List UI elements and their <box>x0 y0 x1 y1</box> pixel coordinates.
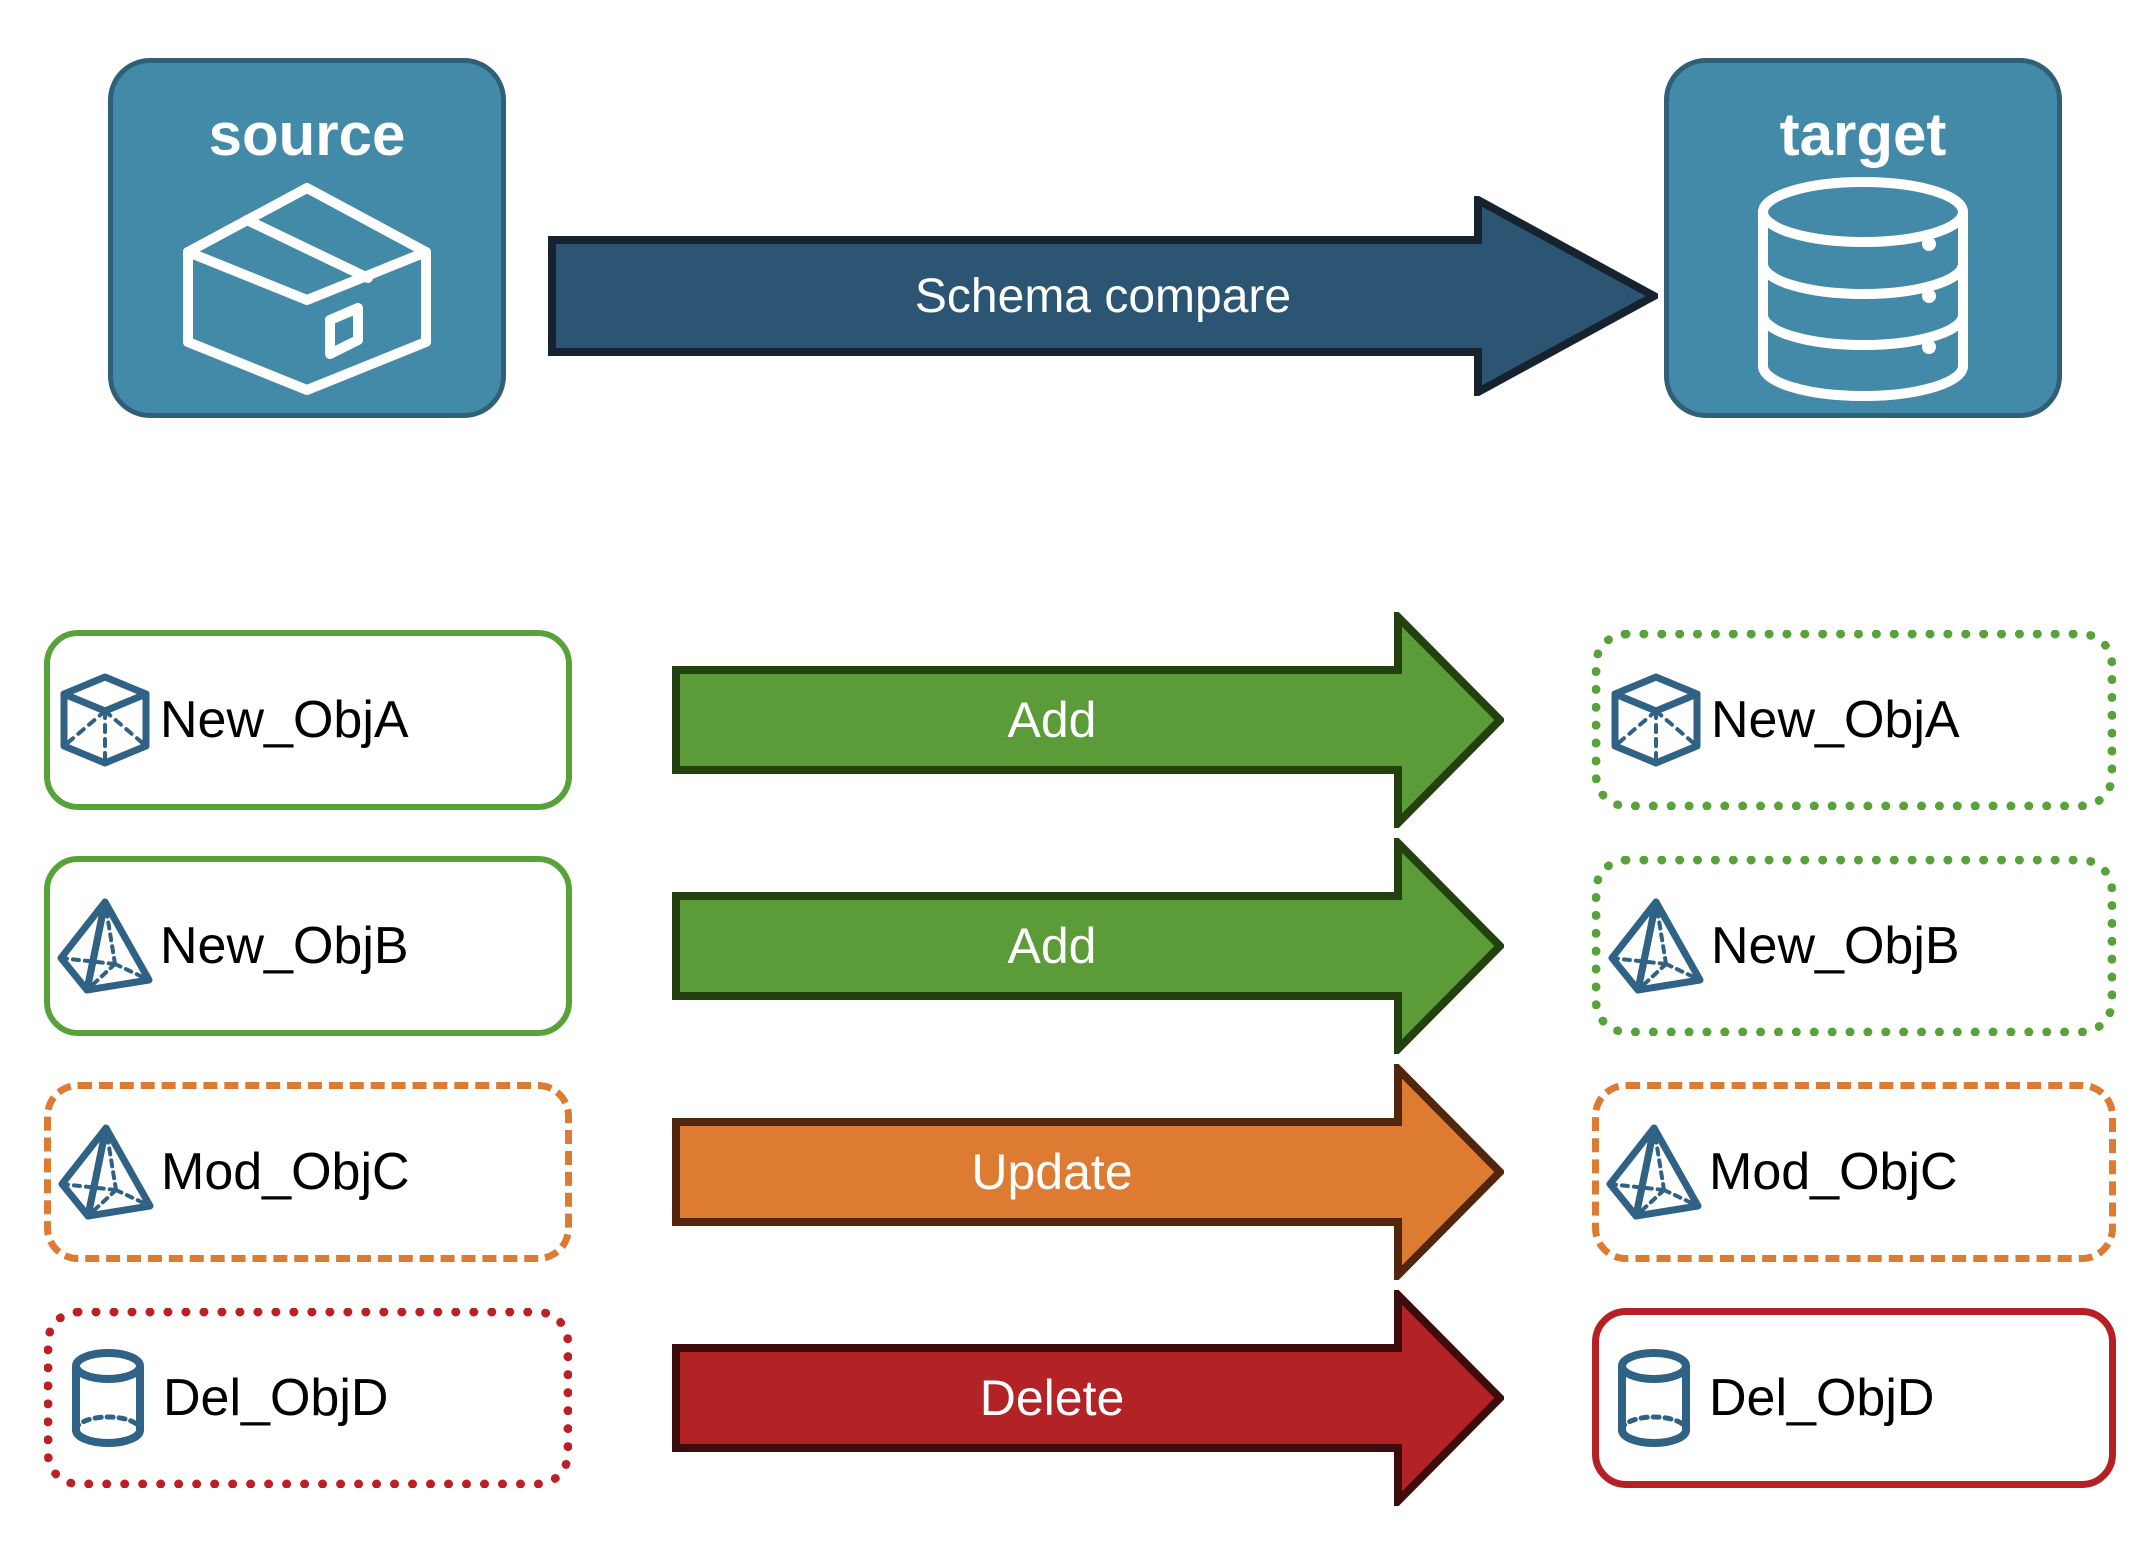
source-object-label-1: New_ObjA <box>160 691 409 749</box>
wireframe-cube-icon <box>50 670 160 770</box>
target-title: target <box>1779 101 1947 168</box>
source-endpoint-card: source <box>108 58 506 418</box>
source-object-label-4: Del_ObjD <box>163 1369 389 1427</box>
schema-compare-arrow <box>548 196 1658 396</box>
database-cylinder-icon <box>1669 165 2057 413</box>
target-object-label-1: New_ObjA <box>1711 691 1960 749</box>
source-object-row-1[interactable]: New_ObjA <box>44 630 572 810</box>
wireframe-pyramid-icon <box>50 896 160 996</box>
package-box-icon <box>113 165 501 413</box>
target-object-row-2[interactable]: New_ObjB <box>1592 856 2116 1036</box>
target-object-label-4: Del_ObjD <box>1709 1369 1935 1427</box>
wireframe-cube-icon <box>1601 670 1711 770</box>
action-arrow-delete <box>672 1290 1504 1506</box>
source-object-label-3: Mod_ObjC <box>161 1143 410 1201</box>
target-object-row-1[interactable]: New_ObjA <box>1592 630 2116 810</box>
wireframe-pyramid-icon <box>51 1122 161 1222</box>
target-object-row-4[interactable]: Del_ObjD <box>1592 1308 2116 1488</box>
wireframe-cylinder-icon <box>53 1346 163 1450</box>
target-endpoint-card: target <box>1664 58 2062 418</box>
action-arrow-update <box>672 1064 1504 1280</box>
source-object-label-2: New_ObjB <box>160 917 409 975</box>
source-object-row-4[interactable]: Del_ObjD <box>44 1308 572 1488</box>
action-arrow-add-2 <box>672 838 1504 1054</box>
source-title: source <box>208 101 406 168</box>
source-object-row-3[interactable]: Mod_ObjC <box>44 1082 572 1262</box>
action-arrow-add-1 <box>672 612 1504 828</box>
wireframe-pyramid-icon <box>1599 1122 1709 1222</box>
wireframe-pyramid-icon <box>1601 896 1711 996</box>
target-object-label-3: Mod_ObjC <box>1709 1143 1958 1201</box>
source-object-row-2[interactable]: New_ObjB <box>44 856 572 1036</box>
wireframe-cylinder-icon <box>1599 1346 1709 1450</box>
target-object-label-2: New_ObjB <box>1711 917 1960 975</box>
target-object-row-3[interactable]: Mod_ObjC <box>1592 1082 2116 1262</box>
